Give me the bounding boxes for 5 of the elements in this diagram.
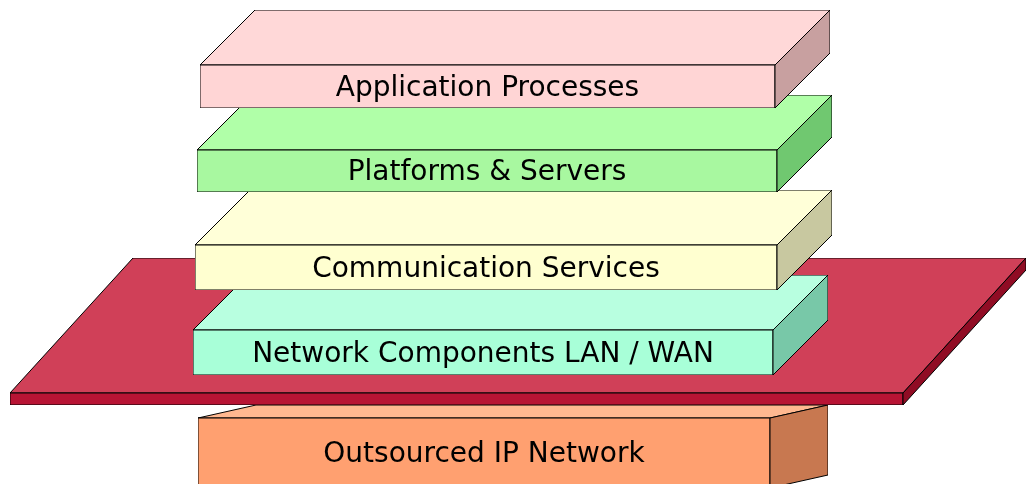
layer-label: Platforms & Servers	[347, 157, 627, 185]
layer-label: Network Components LAN / WAN	[252, 338, 714, 367]
layer-label: Application Processes	[335, 72, 640, 101]
layer-label: Outsourced IP Network	[323, 439, 645, 467]
layer-label: Communication Services	[312, 253, 660, 282]
